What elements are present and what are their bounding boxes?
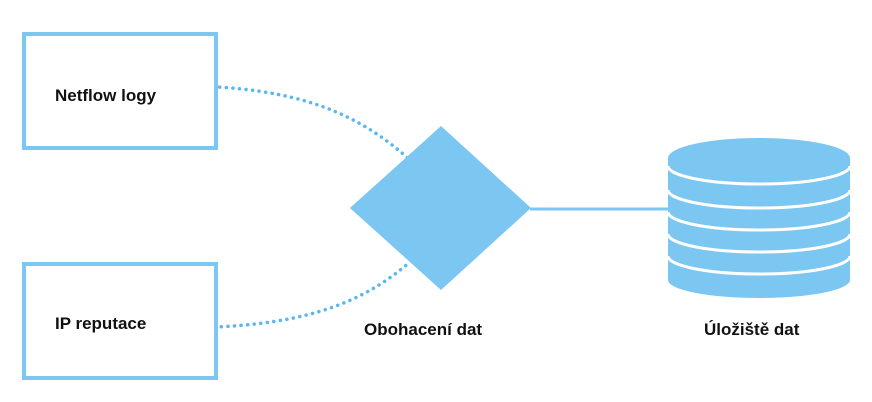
storage-label: Úložiště dat [704,320,800,339]
ip-reputation-label: IP reputace [55,314,147,333]
netflow-label: Netflow logy [55,86,157,105]
ip-reputation-node [22,262,218,380]
enrichment-label: Obohacení dat [364,320,483,339]
netflow-node [22,32,218,150]
